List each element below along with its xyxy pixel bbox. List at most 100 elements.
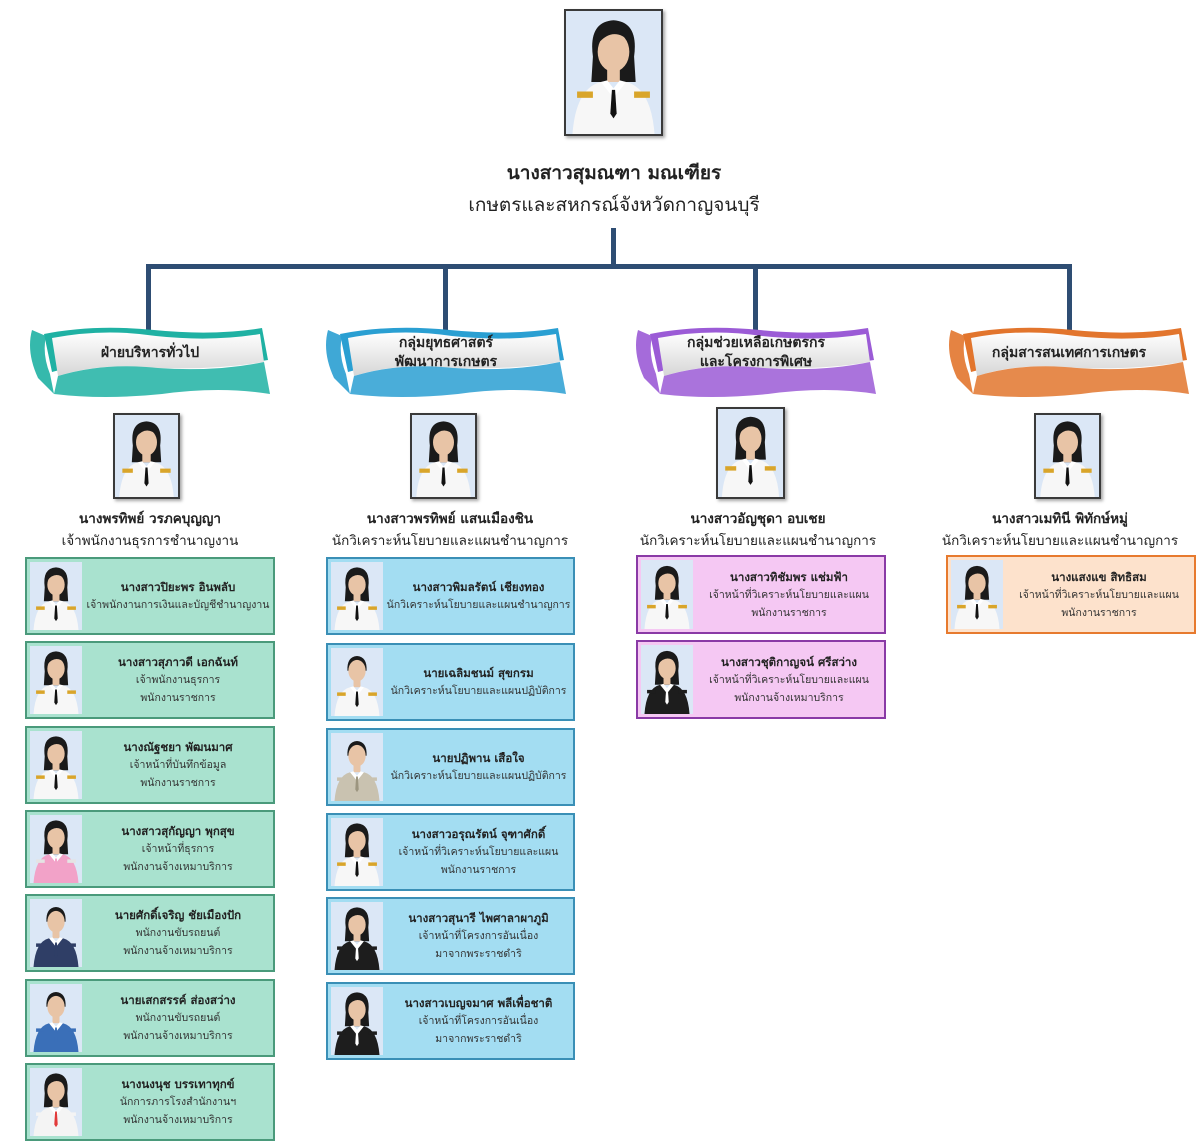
staff-info: นางสาวสุภาวดี เอกฉันท์ เจ้าพนักงานธุรการ… (85, 643, 271, 717)
staff-line: เจ้าพนักงานธุรการ (135, 674, 221, 686)
banner-farmer-aid (630, 324, 880, 400)
staff-info: นางสาวเบญจมาศ พลีเพื่อชาติ เจ้าหน้าที่โค… (386, 984, 571, 1058)
staff-photo (30, 899, 82, 967)
staff-line: เจ้าหน้าที่วิเคราะห์นโยบายและแผน (709, 588, 869, 601)
staff-photo (30, 984, 82, 1052)
staff-name: นายศักดิ์เจริญ ชัยเมืองปัก (114, 908, 242, 922)
staff-photo (331, 902, 383, 970)
banner-text: ฝ่ายบริหารทั่วไป (100, 345, 200, 361)
leader-title-2: นักวิเคราะห์นโยบายและแผนชำนาญการ (331, 533, 569, 549)
staff-photo (331, 562, 383, 630)
staff-card: นางสาวสุภาวดี เอกฉันท์ เจ้าพนักงานธุรการ… (25, 641, 275, 719)
staff-line: เจ้าหน้าที่โครงการอันเนื่อง (418, 1015, 539, 1027)
staff-card: นางสาวสุนารี ไพศาลาผาภูมิ เจ้าหน้าที่โคร… (326, 897, 575, 975)
staff-line: นักวิเคราะห์นโยบายและแผนปฏิบัติการ (390, 770, 567, 782)
staff-card: นางสาวพิมลรัตน์ เชียงทอง นักวิเคราะห์นโย… (326, 557, 575, 635)
head-photo (564, 9, 663, 136)
staff-info: นายเฉลิมชนม์ สุขกรม นักวิเคราะห์นโยบายแล… (386, 645, 571, 719)
banner-text: กลุ่มยุทธศาสตร์ (398, 335, 494, 351)
leader-photo-2 (410, 413, 477, 499)
staff-line: เจ้าหน้าที่โครงการอันเนื่อง (418, 930, 539, 942)
staff-line: พนักงานราชการ (1061, 606, 1137, 619)
staff-photo (30, 815, 82, 883)
staff-photo (331, 733, 383, 801)
staff-line: เจ้าพนักงานการเงินและบัญชีชำนาญงาน (86, 599, 270, 611)
staff-name: นางสาวชุติกาญจน์ ศรีสว่าง (721, 654, 857, 669)
staff-info: นางณัฐชยา พัฒนมาศ เจ้าหน้าที่บันทึกข้อมู… (85, 728, 271, 802)
staff-line: พนักงานราชการ (140, 692, 216, 704)
staff-name: นางสาวเบญจมาศ พลีเพื่อชาติ (404, 996, 553, 1010)
leader-name-4: นางสาวเมทินี พิทักษ์หมู่ (992, 511, 1128, 527)
staff-card: นางแสงแข สิทธิสม เจ้าหน้าที่วิเคราะห์นโย… (946, 555, 1196, 634)
connector-drop-3 (753, 264, 758, 330)
staff-line: พนักงานจ้างเหมาบริการ (123, 1030, 233, 1042)
staff-card: นางสาวชุติกาญจน์ ศรีสว่าง เจ้าหน้าที่วิเ… (636, 640, 886, 719)
staff-line: พนักงานจ้างเหมาบริการ (123, 1114, 233, 1126)
staff-info: นางสาวสุนารี ไพศาลาผาภูมิ เจ้าหน้าที่โคร… (386, 899, 571, 973)
banner-strategy (320, 324, 570, 400)
staff-photo (331, 648, 383, 716)
staff-name: นายปฏิพาน เสือใจ (432, 751, 525, 765)
banner-text: กลุ่มช่วยเหลือเกษตรกร (687, 335, 825, 351)
staff-line: นักการภารโรงสำนักงานฯ (119, 1096, 237, 1108)
leader-title-1: เจ้าพนักงานธุรการชำนาญงาน (61, 533, 239, 549)
leader-title-4: นักวิเคราะห์นโยบายและแผนชำนาญการ (941, 533, 1179, 549)
connector-drop-4 (1067, 264, 1072, 330)
staff-card: นางสาวสุกัญญา พุกสุข เจ้าหน้าที่ธุรการ พ… (25, 810, 275, 888)
banner-text: กลุ่มสารสนเทศการเกษตร (991, 345, 1147, 361)
staff-name: นายเฉลิมชนม์ สุขกรม (423, 666, 534, 680)
staff-name: นางสาวอรุณรัตน์ จุฑาศักดิ์ (411, 827, 546, 841)
staff-info: นางนงนุช บรรเทาทุกข์ นักการภารโรงสำนักงา… (85, 1065, 271, 1139)
staff-line: เจ้าหน้าที่วิเคราะห์นโยบายและแผน (398, 846, 559, 858)
staff-name: นางสาวสุภาวดี เอกฉันท์ (118, 655, 238, 669)
leader-name-3: นางสาวอัญชุดา อบเชย (690, 511, 826, 527)
staff-photo (331, 818, 383, 886)
staff-photo (951, 560, 1003, 629)
staff-name: นางสาวสุกัญญา พุกสุข (121, 824, 235, 838)
staff-name: นางสาวพิมลรัตน์ เชียงทอง (412, 580, 545, 594)
staff-card: นายเฉลิมชนม์ สุขกรม นักวิเคราะห์นโยบายแล… (326, 643, 575, 721)
staff-line: พนักงานจ้างเหมาบริการ (123, 945, 233, 957)
staff-card: นางสาวทิชัมพร แช่มฟ้า เจ้าหน้าที่วิเคราะ… (636, 555, 886, 634)
staff-line: พนักงานขับรถยนต์ (135, 927, 221, 939)
staff-line: มาจากพระราชดำริ (435, 948, 522, 960)
leader-name-1: นางพรทิพย์ วรภคบุญญา (79, 511, 221, 527)
staff-line: เจ้าหน้าที่วิเคราะห์นโยบายและแผน (709, 673, 869, 686)
staff-line: พนักงานราชการ (140, 777, 216, 789)
staff-name: นางแสงแข สิทธิสม (1051, 569, 1147, 584)
banner-text: พัฒนาการเกษตร (394, 354, 498, 370)
head-title: เกษตรและสหกรณ์จังหวัดกาญจนบุรี (468, 194, 760, 216)
staff-line: นักวิเคราะห์นโยบายและแผนชำนาญการ (386, 599, 571, 611)
staff-card: นายศักดิ์เจริญ ชัยเมืองปัก พนักงานขับรถย… (25, 894, 275, 972)
connector-head-vertical (611, 228, 616, 268)
connector-drop-1 (146, 264, 151, 330)
staff-info: นายเสกสรรค์ ส่องสว่าง พนักงานขับรถยนต์ พ… (85, 981, 271, 1055)
staff-card: นางสาวอรุณรัตน์ จุฑาศักดิ์ เจ้าหน้าที่วิ… (326, 813, 575, 891)
staff-info: นางสาวทิชัมพร แช่มฟ้า เจ้าหน้าที่วิเคราะ… (696, 557, 882, 632)
staff-name: นางนงนุช บรรเทาทุกข์ (121, 1077, 235, 1091)
staff-card: นางณัฐชยา พัฒนมาศ เจ้าหน้าที่บันทึกข้อมู… (25, 726, 275, 804)
staff-photo (641, 645, 693, 714)
staff-info: นางสาวชุติกาญจน์ ศรีสว่าง เจ้าหน้าที่วิเ… (696, 642, 882, 717)
staff-photo (30, 731, 82, 799)
staff-line: พนักงานจ้างเหมาบริการ (734, 691, 844, 704)
staff-name: นางสาวสุนารี ไพศาลาผาภูมิ (408, 911, 549, 925)
staff-info: นางสาวอรุณรัตน์ จุฑาศักดิ์ เจ้าหน้าที่วิ… (386, 815, 571, 889)
leader-photo-4 (1034, 413, 1101, 499)
head-name: นางสาวสุมณฑา มณเฑียร (506, 162, 722, 184)
staff-name: นางณัฐชยา พัฒนมาศ (123, 740, 233, 754)
leader-name-2: นางสาวพรทิพย์ แสนเมืองชิน (366, 511, 534, 527)
staff-card: นางสาวเบญจมาศ พลีเพื่อชาติ เจ้าหน้าที่โค… (326, 982, 575, 1060)
staff-name: นายเสกสรรค์ ส่องสว่าง (120, 993, 236, 1007)
staff-line: นักวิเคราะห์นโยบายและแผนปฏิบัติการ (390, 685, 567, 697)
leader-photo-3 (716, 407, 785, 499)
connector-horizontal (146, 264, 1072, 269)
staff-info: นายปฏิพาน เสือใจ นักวิเคราะห์นโยบายและแผ… (386, 730, 571, 804)
staff-line: พนักงานจ้างเหมาบริการ (123, 861, 233, 873)
leader-photo-1 (113, 413, 180, 499)
staff-photo (30, 1068, 82, 1136)
staff-info: นางสาวพิมลรัตน์ เชียงทอง นักวิเคราะห์นโย… (386, 559, 571, 633)
staff-card: นางสาวปิยะพร อินพลับ เจ้าพนักงานการเงินแ… (25, 557, 275, 635)
staff-card: นางนงนุช บรรเทาทุกข์ นักการภารโรงสำนักงา… (25, 1063, 275, 1141)
banner-general-admin (24, 324, 274, 400)
